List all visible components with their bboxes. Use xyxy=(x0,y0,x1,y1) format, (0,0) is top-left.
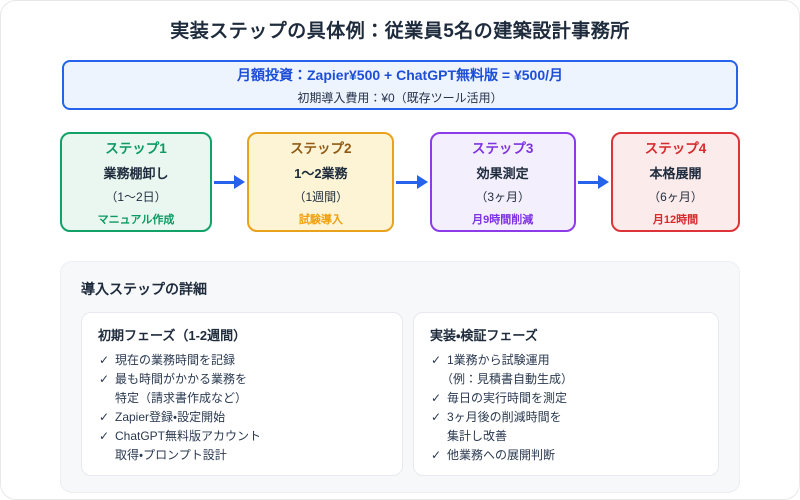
step-name: ステップ4 xyxy=(644,141,707,156)
checklist-item-text: 他業務への展開判断 xyxy=(446,448,555,462)
arrow-line xyxy=(577,180,598,184)
checklist: ✓ 現在の業務時間を記録 ✓ 最も時間がかかる業務を 特定（請求書作成など） ✓ Za… xyxy=(98,351,386,465)
phase-cards: 初期フェーズ（1-2週間） ✓ 現在の業務時間を記録 ✓ 最も時間がかかる業務を 特… xyxy=(81,312,719,476)
implementation-phase-card: 実装・検証フェーズ ✓ 1業務から試験運用 （例：見積書自動生成） ✓ 毎日の実行時… xyxy=(412,312,719,476)
details-panel-title: 導入ステップの詳細 xyxy=(81,281,207,297)
checklist-item: ✓ 1業務から試験運用 xyxy=(430,351,702,370)
checklist-item-continuation: （例：見積書自動生成） xyxy=(430,370,702,389)
banner-initial-cost: 初期導入費用：¥0（既存ツール活用） xyxy=(297,90,503,105)
checklist-item-text: 3ヶ月後の削減時間を xyxy=(446,410,562,424)
checklist-item-text: 毎日の実行時間を測定 xyxy=(446,391,567,405)
step-note: 月12時間 xyxy=(652,214,699,226)
step-duration: （1〜2日） xyxy=(105,190,167,204)
checklist-item-text: 取得・プロンプト設計 xyxy=(115,448,227,462)
step-note: 月9時間削減 xyxy=(472,214,534,226)
checklist-item-text: ChatGPT無料版アカウント xyxy=(115,429,262,443)
checklist-item: ✓ 他業務への展開判断 xyxy=(430,446,702,465)
step-name: ステップ2 xyxy=(290,141,352,156)
checklist-item-text: 1業務から試験運用 xyxy=(446,353,550,367)
check-icon: ✓ xyxy=(99,353,110,367)
step-task: 業務棚卸し xyxy=(103,166,169,181)
investment-banner: 月額投資：Zapier¥500 + ChatGPT無料版 = ¥500/月 初期… xyxy=(62,60,738,110)
step-box-3: ステップ3 効果測定 （3ヶ月） 月9時間削減 xyxy=(429,132,576,232)
step-name: ステップ3 xyxy=(471,141,534,156)
step-note: マニュアル作成 xyxy=(97,214,175,226)
checklist-item-continuation: 特定（請求書作成など） xyxy=(98,389,386,408)
checklist-item: ✓ 毎日の実行時間を測定 xyxy=(430,389,702,408)
checklist-item-text: 現在の業務時間を記録 xyxy=(115,353,236,367)
arrow-right-icon xyxy=(597,175,609,189)
card-title: 実装・検証フェーズ xyxy=(429,328,538,343)
details-panel: 導入ステップの詳細 初期フェーズ（1-2週間） ✓ 現在の業務時間を記録 ✓ 最も時… xyxy=(60,261,740,493)
step-flow: ステップ1 業務棚卸し （1〜2日） マニュアル作成 ステップ2 1〜2業務 （… xyxy=(60,132,740,232)
step-note: 試験導入 xyxy=(298,214,343,226)
step-box-2: ステップ2 1〜2業務 （1週間） 試験導入 xyxy=(247,132,395,232)
checklist: ✓ 1業務から試験運用 （例：見積書自動生成） ✓ 毎日の実行時間を測定 ✓ 3ヶ月後… xyxy=(430,351,702,465)
step-duration: （1週間） xyxy=(293,190,349,204)
checklist-item-text: 特定（請求書作成など） xyxy=(115,391,248,405)
page-title: 実装ステップの具体例：従業員5名の建築設計事務所 xyxy=(170,21,630,42)
arrow-line xyxy=(396,180,417,184)
flow-arrow xyxy=(212,132,247,232)
checklist-item: ✓ 3ヶ月後の削減時間を xyxy=(430,408,702,427)
arrow-right-icon xyxy=(234,175,246,189)
checklist-item-continuation: 取得・プロンプト設計 xyxy=(98,446,386,465)
check-icon: ✓ xyxy=(430,410,441,424)
checklist-item-text: 集計し改善 xyxy=(446,429,507,443)
step-box-4: ステップ4 本格展開 （6ヶ月） 月12時間 xyxy=(610,132,740,232)
checklist-item-continuation: 集計し改善 xyxy=(430,427,702,446)
flow-arrow xyxy=(576,132,611,232)
check-icon: ✓ xyxy=(99,429,110,443)
check-icon: ✓ xyxy=(430,448,441,462)
initial-phase-card: 初期フェーズ（1-2週間） ✓ 現在の業務時間を記録 ✓ 最も時間がかかる業務を 特… xyxy=(81,312,403,476)
step-name: ステップ1 xyxy=(105,141,167,156)
flow-arrow xyxy=(394,132,429,232)
step-task: 効果測定 xyxy=(476,166,529,181)
checklist-item-text: （例：見積書自動生成） xyxy=(440,372,573,386)
step-duration: （3ヶ月） xyxy=(475,190,530,204)
checklist-item: ✓ 最も時間がかかる業務を xyxy=(98,370,386,389)
arrow-right-icon xyxy=(416,175,428,189)
check-icon: ✓ xyxy=(99,410,110,424)
checklist-item: ✓ ChatGPT無料版アカウント xyxy=(98,427,386,446)
step-box-1: ステップ1 業務棚卸し （1〜2日） マニュアル作成 xyxy=(60,132,212,232)
step-duration: （6ヶ月） xyxy=(648,190,703,204)
check-icon: ✓ xyxy=(430,391,441,405)
step-task: 本格展開 xyxy=(649,166,702,181)
step-task: 1〜2業務 xyxy=(294,166,348,181)
banner-monthly-cost: 月額投資：Zapier¥500 + ChatGPT無料版 = ¥500/月 xyxy=(237,66,563,83)
check-icon: ✓ xyxy=(430,353,441,367)
card-title: 初期フェーズ（1-2週間） xyxy=(98,328,247,343)
checklist-item: ✓ 現在の業務時間を記録 xyxy=(98,351,386,370)
checklist-item-text: Zapier登録・設定開始 xyxy=(115,410,226,424)
check-icon: ✓ xyxy=(99,372,110,386)
checklist-item: ✓ Zapier登録・設定開始 xyxy=(98,408,386,427)
checklist-item-text: 最も時間がかかる業務を xyxy=(115,372,248,386)
arrow-line xyxy=(214,180,235,184)
